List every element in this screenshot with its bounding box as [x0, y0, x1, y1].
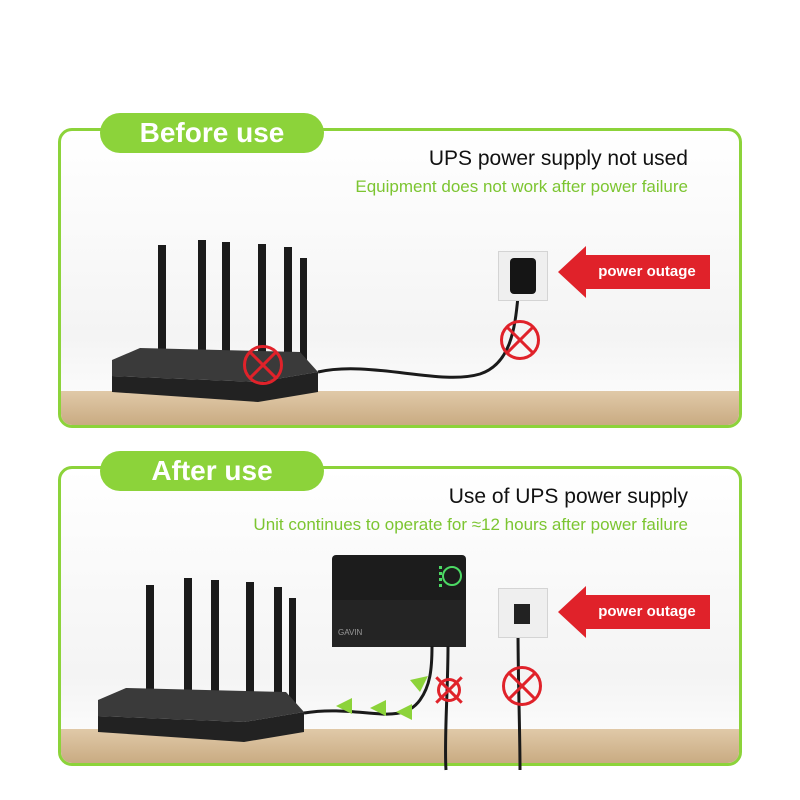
power-flow-arrows	[336, 676, 428, 720]
power-outage-arrow: power outage	[558, 246, 710, 298]
power-outage-label: power outage	[584, 255, 710, 289]
ups-output-cable	[303, 645, 434, 716]
left-arrow-icon	[558, 586, 586, 638]
left-arrow-icon	[558, 246, 586, 298]
after-subtitle: Unit continues to operate for ≈12 hours …	[253, 515, 688, 534]
after-title: Use of UPS power supply	[448, 485, 688, 508]
no-power-icon	[500, 320, 540, 360]
no-power-icon	[437, 678, 461, 702]
outlet-icon	[514, 604, 530, 624]
ups-input-cable	[443, 645, 450, 771]
power-outage-label: power outage	[584, 595, 710, 629]
before-subtitle: Equipment does not work after power fail…	[355, 177, 688, 196]
power-adapter-icon	[510, 258, 536, 294]
before-title: UPS power supply not used	[428, 147, 688, 170]
ups-brand-label: GAVIN	[338, 628, 363, 637]
no-power-icon	[243, 345, 283, 385]
power-outage-arrow: power outage	[558, 586, 710, 638]
before-use-badge: Before use	[100, 113, 324, 153]
after-use-badge: After use	[100, 451, 324, 491]
no-power-icon	[502, 666, 542, 706]
ups-device-icon	[332, 555, 466, 647]
wooden-shelf	[61, 391, 739, 425]
router-icon	[98, 578, 304, 742]
